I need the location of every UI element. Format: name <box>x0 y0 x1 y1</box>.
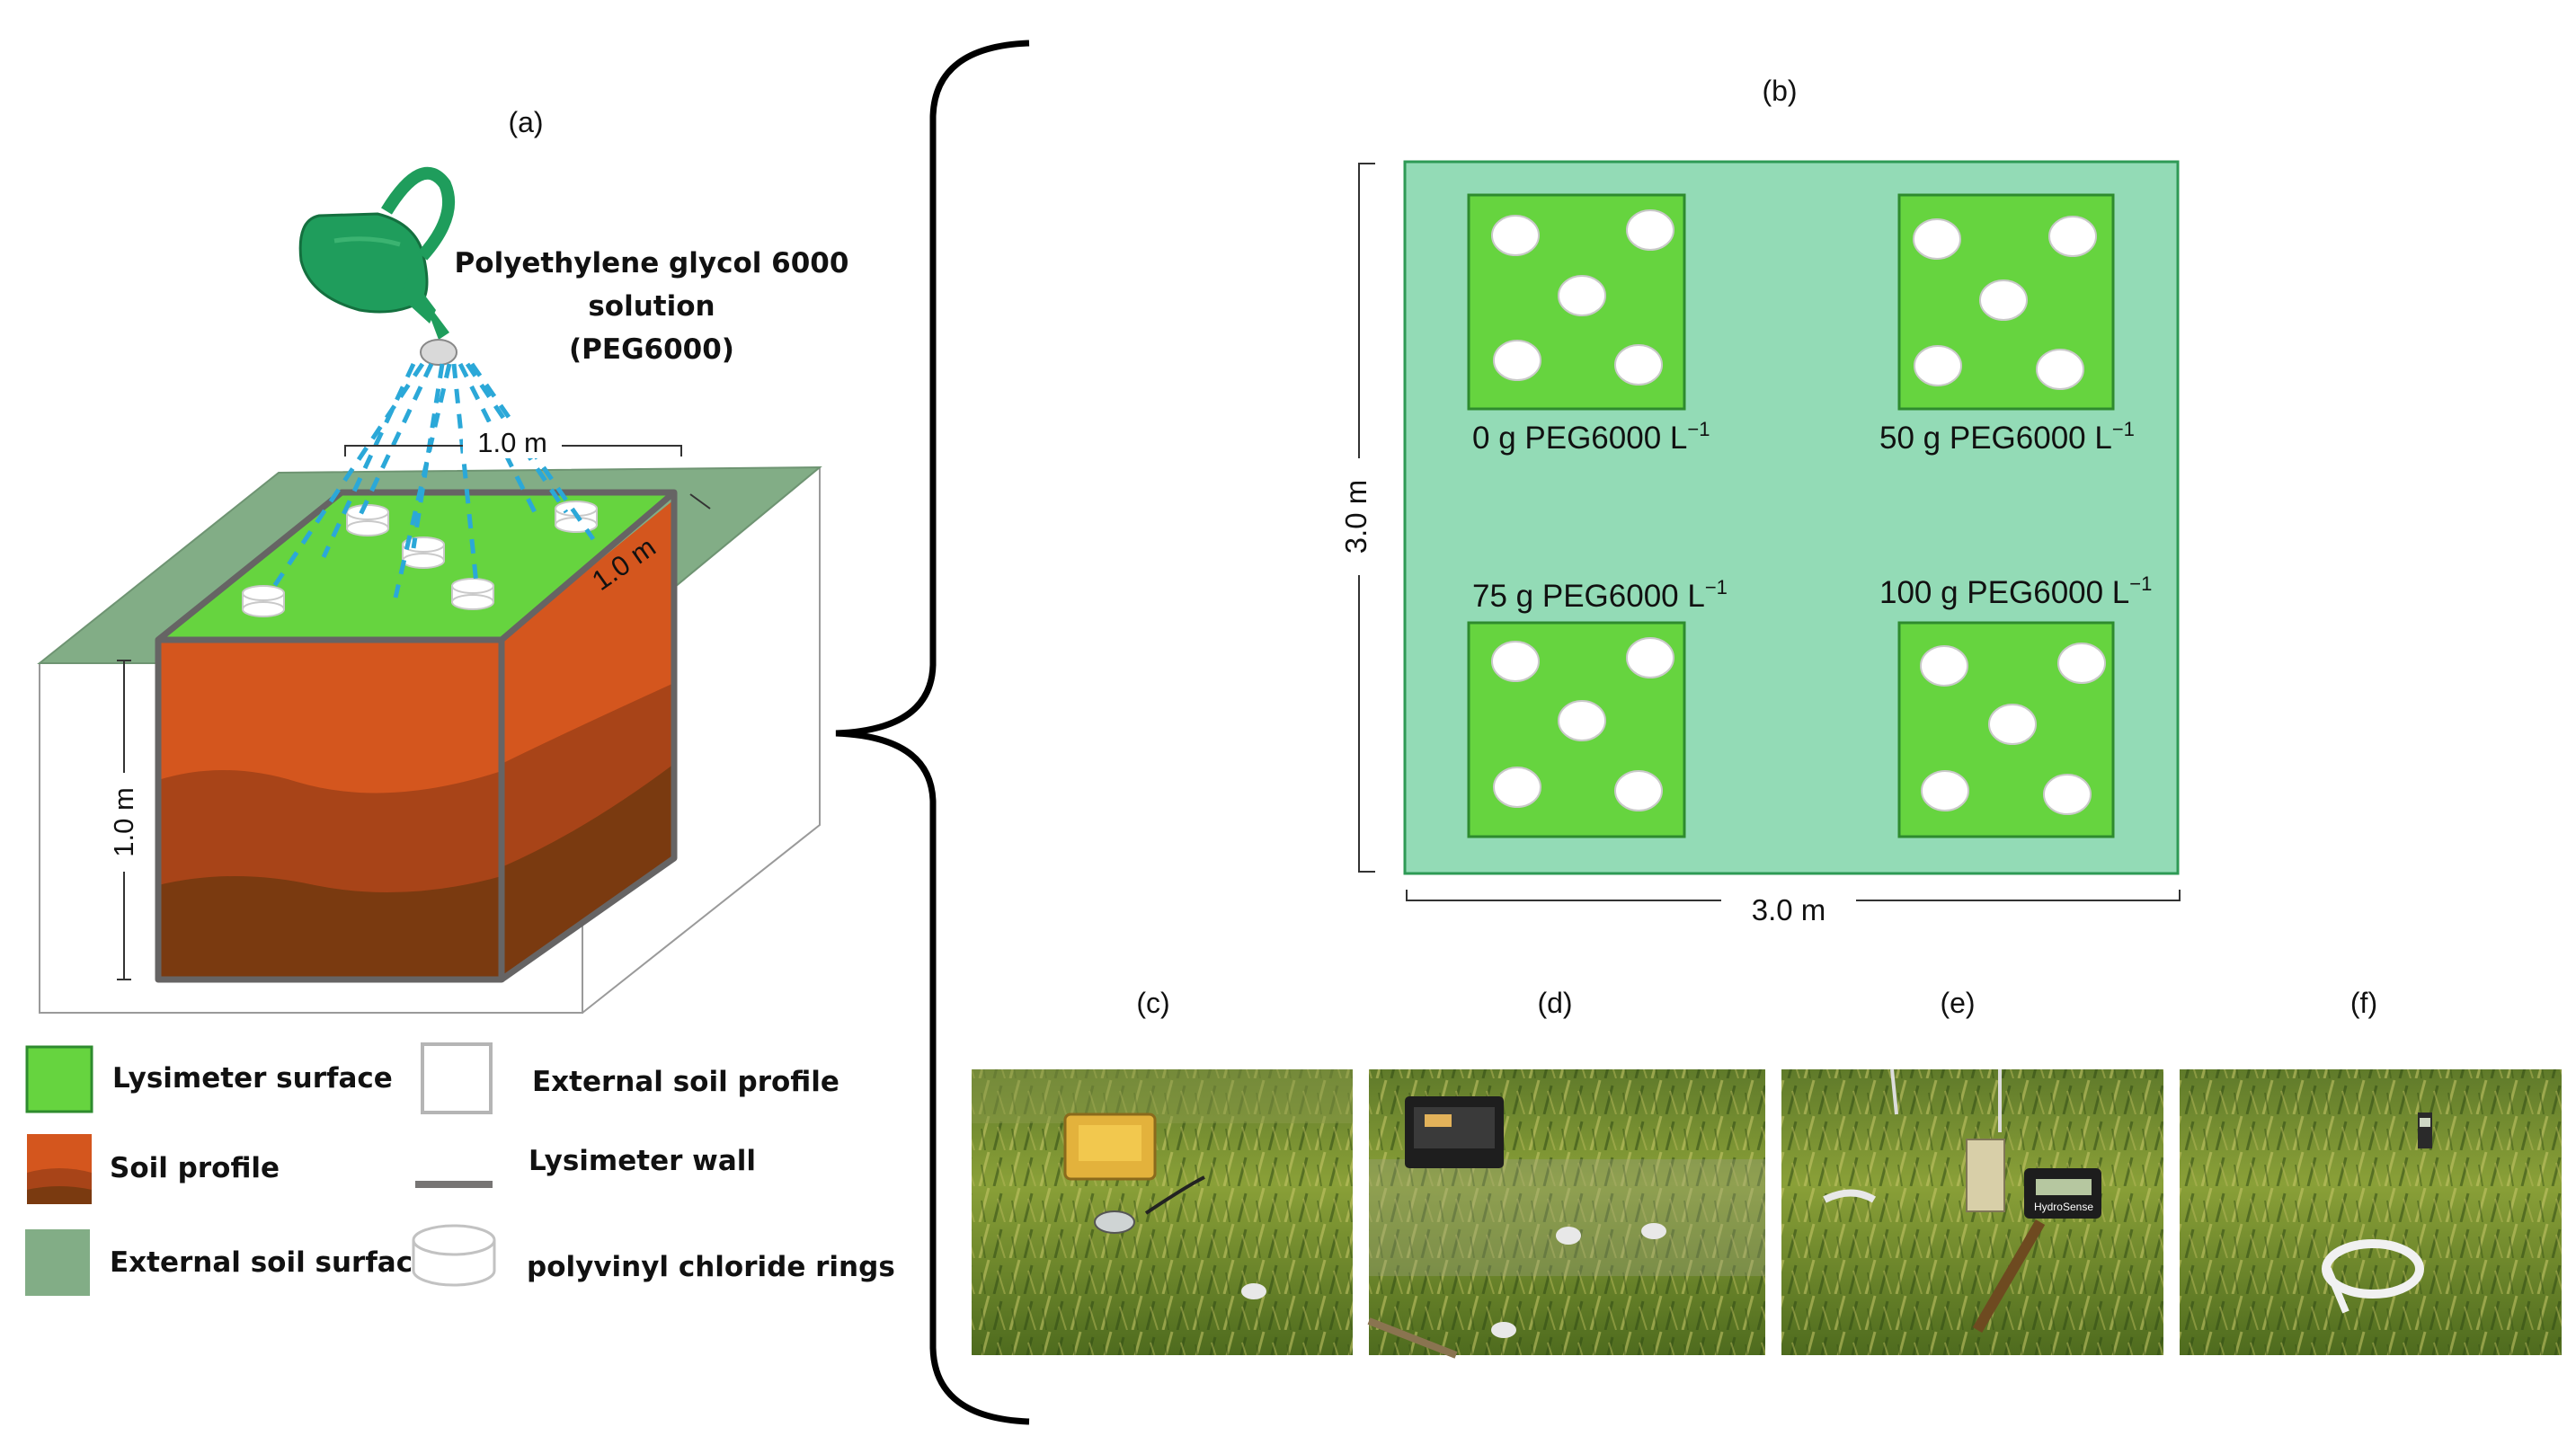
pvc-ring-icon <box>412 1224 496 1287</box>
dim-horizontal-bg <box>1721 885 1856 921</box>
pvc-ring-icon <box>242 585 285 617</box>
solution-label-line1: Polyethylene glycol 6000 <box>455 247 849 279</box>
pvc-ring-icon <box>1491 1322 1516 1338</box>
solution-label-line2: solution <box>588 290 715 323</box>
panel-b-label: (b) <box>1762 75 1797 107</box>
legend-label: Lysimeter surface <box>112 1062 393 1095</box>
dim-height-label: 1.0 m <box>108 787 139 857</box>
plot-label-3: 100 g PEG6000 L−1 <box>1879 572 2152 610</box>
photo-f <box>2180 1069 2562 1355</box>
dim-vertical-bg <box>1344 458 1374 575</box>
pvc-rings <box>1913 216 2097 390</box>
dim-vertical-label: 3.0 m <box>1339 480 1372 554</box>
pvc-ring-icon <box>1641 1223 1666 1239</box>
photo-c-label: (c) <box>1136 987 1169 1019</box>
data-logger-case-icon <box>1405 1096 1504 1168</box>
plot-2 <box>1467 621 1686 838</box>
dim-top-bg <box>463 422 562 458</box>
dim-height-bg <box>106 773 142 872</box>
lysimeter-wall <box>155 489 678 983</box>
dim-horizontal-label: 3.0 m <box>1752 893 1826 926</box>
pvc-rings <box>1920 643 2106 815</box>
legend-label: Soil profile <box>110 1152 280 1184</box>
pvc-ring-icon <box>2322 1239 2424 1299</box>
legend-lysimeter-surface-swatch <box>25 1045 93 1113</box>
photo-e: HydroSense <box>1781 1068 2163 1355</box>
solution-label-line3: (PEG6000) <box>569 333 734 366</box>
pvc-rings <box>1491 209 1674 386</box>
pvc-ring-icon <box>1241 1283 1266 1299</box>
lysimeter-soil-side <box>502 500 674 980</box>
probe-sleeve-icon <box>1966 1139 2005 1212</box>
chamber-icon <box>1094 1175 1205 1234</box>
pvc-ring-icon <box>555 501 598 533</box>
lysimeter-soil-front <box>158 640 502 980</box>
legend-external-surface-swatch <box>25 1229 90 1296</box>
plot-label-1: 50 g PEG6000 L−1 <box>1879 418 2135 456</box>
photo-d <box>1367 1069 1765 1359</box>
legend-label: External soil surface <box>110 1246 431 1279</box>
pvc-ring-icon <box>1823 1189 1877 1203</box>
pvc-rings-lysimeter <box>242 501 598 617</box>
legend-soil-profile-swatch <box>27 1134 92 1204</box>
probe-rod <box>1972 1219 2046 1334</box>
photo-c <box>972 1069 1353 1355</box>
pvc-ring-icon <box>451 578 494 610</box>
pvc-ring-icon <box>346 504 389 536</box>
pvc-ring-icon <box>1556 1227 1581 1245</box>
plot-3 <box>1897 621 2115 838</box>
plot-label-2: 75 g PEG6000 L−1 <box>1472 576 1728 614</box>
dim-top-label: 1.0 m <box>477 427 547 458</box>
pvc-rings <box>1491 637 1674 811</box>
legend-label: External soil profile <box>532 1066 839 1098</box>
plot-1 <box>1897 193 2115 411</box>
legend-label: polyvinyl chloride rings <box>527 1251 895 1283</box>
hydrosense-meter-icon: HydroSense <box>2024 1168 2101 1219</box>
curly-brace <box>835 40 1030 1425</box>
photo-f-label: (f) <box>2350 987 2377 1019</box>
watering-can-icon <box>298 166 457 366</box>
plot-0 <box>1467 193 1686 411</box>
legend-external-profile-swatch <box>421 1042 493 1114</box>
legend: Lysimeter surface External soil profile … <box>25 1042 895 1296</box>
plot-label-0: 0 g PEG6000 L−1 <box>1472 418 1710 456</box>
legend-label: Lysimeter wall <box>529 1145 756 1177</box>
panel-a-label: (a) <box>508 106 543 138</box>
meter-brand-label: HydroSense <box>2034 1201 2093 1213</box>
photo-e-label: (e) <box>1940 987 1975 1019</box>
photo-d-label: (d) <box>1537 987 1572 1019</box>
equipment-case-icon <box>1063 1113 1157 1181</box>
